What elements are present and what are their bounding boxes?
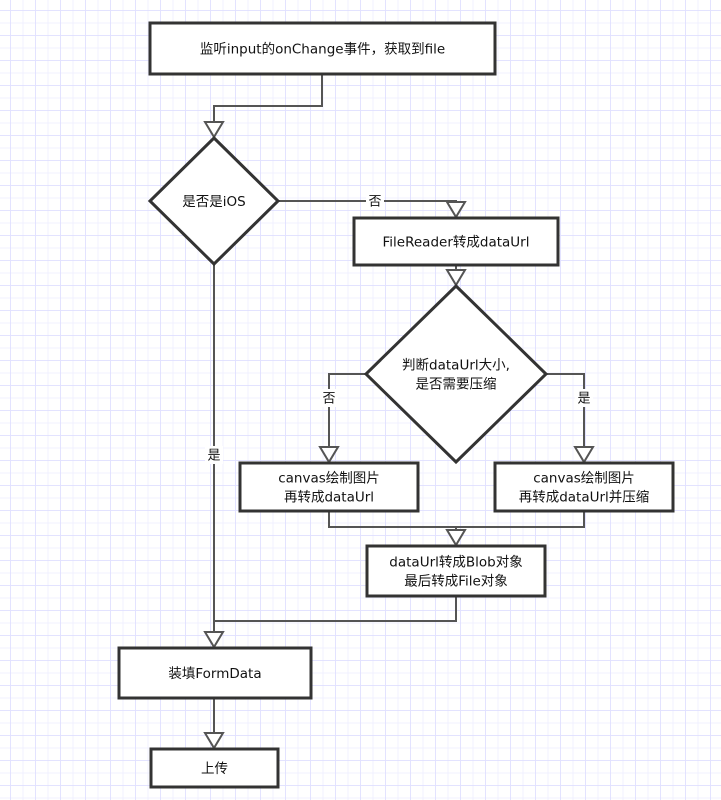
arrowhead-icon — [203, 732, 225, 750]
process-box[interactable] — [148, 21, 497, 76]
node-label: 是否需要压缩 — [416, 377, 497, 393]
node-check-size[interactable]: 判断dataUrl大小, 是否需要压缩 — [363, 283, 549, 465]
process-box[interactable] — [238, 461, 420, 513]
edge-is_ios-to-filereader — [278, 200, 467, 219]
edge-labels: 否是否是 — [205, 192, 593, 464]
connector-line — [214, 596, 457, 622]
connector-line — [328, 511, 457, 530]
node-label: 最后转成File对象 — [404, 574, 508, 590]
process-box[interactable] — [365, 544, 547, 598]
process-box[interactable] — [117, 646, 313, 700]
arrowhead-icon — [203, 121, 225, 139]
edge-label-text: 否 — [368, 195, 381, 210]
process-box[interactable] — [493, 461, 675, 513]
arrowhead-icon — [445, 201, 467, 219]
arrowhead-icon — [573, 446, 595, 464]
connector-line — [328, 373, 366, 447]
arrowhead-icon — [445, 269, 467, 287]
node-label: canvas绘制图片 — [278, 471, 380, 487]
connector-line — [213, 74, 323, 122]
edge-label-text: 是 — [577, 392, 590, 407]
arrowhead-icon — [318, 446, 340, 464]
node-listen[interactable]: 监听input的onChange事件，获取到file — [148, 21, 497, 76]
edge-label-text: 否 — [322, 392, 335, 407]
edge-filereader-to-check_size — [445, 265, 467, 287]
edge-to_blob-to-formdata — [214, 596, 457, 622]
arrowhead-icon — [445, 529, 467, 547]
node-label: canvas绘制图片 — [533, 471, 635, 487]
node-label: 再转成dataUrl并压缩 — [519, 490, 650, 506]
decision-diamond[interactable] — [363, 283, 549, 465]
edge-label-text: 是 — [207, 449, 220, 464]
edge-label: 否 — [366, 192, 384, 210]
connector-line — [546, 373, 585, 447]
edge-label: 是 — [575, 389, 593, 407]
arrowhead-icon — [203, 631, 225, 649]
edge-canvas_plain-to-to_blob — [328, 511, 467, 547]
edge-formdata-to-upload — [203, 698, 225, 750]
edge-check_size-to-canvas_compress — [546, 373, 595, 464]
edge-canvas_compress-to-to_blob — [456, 511, 585, 528]
node-label: FileReader转成dataUrl — [383, 235, 530, 251]
node-label: 装填FormData — [168, 666, 261, 682]
decision-diamond[interactable] — [147, 135, 281, 267]
process-box[interactable] — [149, 747, 280, 789]
node-upload[interactable]: 上传 — [149, 747, 280, 789]
node-label: 监听input的onChange事件，获取到file — [200, 42, 445, 58]
nodes: 监听input的onChange事件，获取到file 是否是iOS FileRead… — [117, 21, 675, 789]
edge-listen-to-is_ios — [203, 74, 323, 139]
node-label: 判断dataUrl大小, — [402, 358, 510, 374]
node-label: 上传 — [201, 761, 228, 777]
node-label: 再转成dataUrl — [284, 490, 374, 506]
connector-line — [456, 511, 585, 528]
edge-label: 是 — [205, 446, 223, 464]
edge-check_size-to-canvas_plain — [318, 373, 366, 464]
node-filereader[interactable]: FileReader转成dataUrl — [352, 216, 560, 267]
node-label: dataUrl转成Blob对象 — [389, 555, 522, 571]
node-formdata[interactable]: 装填FormData — [117, 646, 313, 700]
node-label: 是否是iOS — [182, 194, 245, 210]
edge-label: 否 — [320, 389, 338, 407]
process-box[interactable] — [352, 216, 560, 267]
node-is-ios[interactable]: 是否是iOS — [147, 135, 281, 267]
edges — [203, 74, 595, 750]
